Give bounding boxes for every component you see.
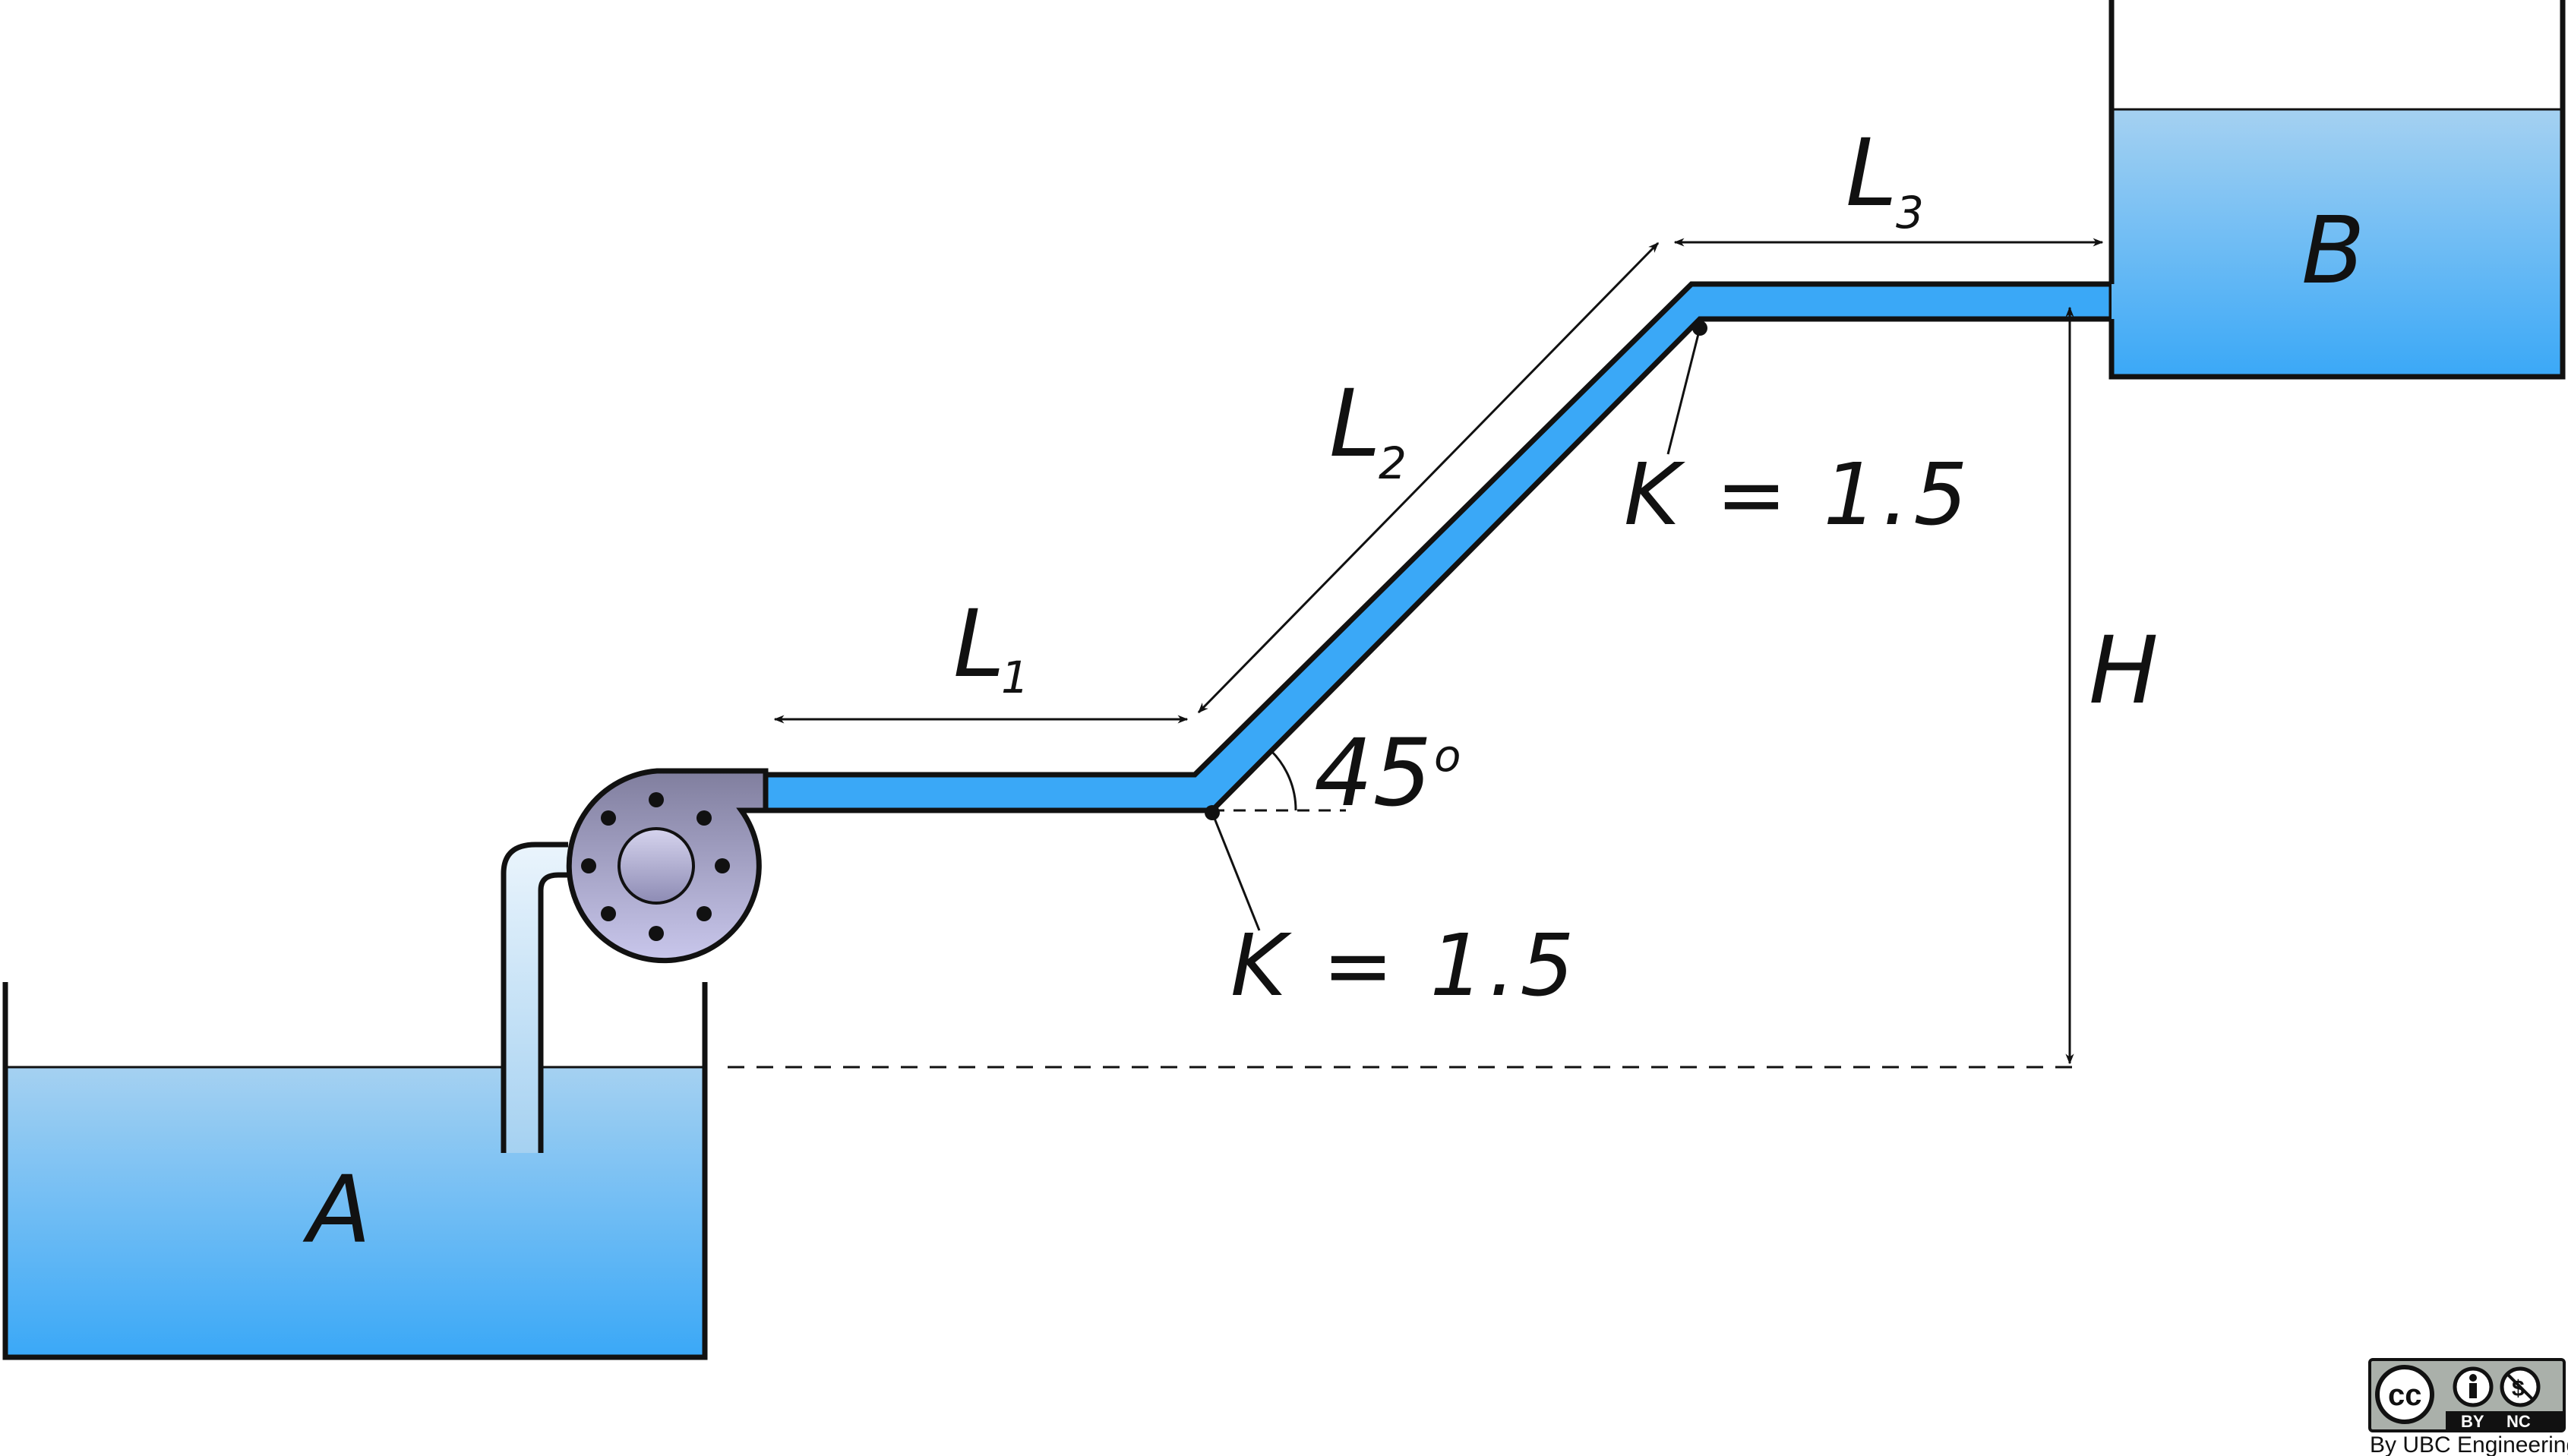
attribution-icon-body	[2469, 1383, 2477, 1398]
suction-pipe-inner-wall	[538, 872, 568, 1153]
l2-label: L	[1329, 370, 1381, 478]
l2-subscript: 2	[1379, 437, 1407, 489]
tank-b: B	[2108, 0, 2566, 380]
license-by-text: BY	[2461, 1412, 2484, 1431]
pump-bolt-ring	[581, 792, 730, 941]
suction-pipe	[501, 842, 568, 1153]
angle-arc	[1270, 750, 1297, 811]
angle-label: 45	[1314, 719, 1432, 827]
angle-unit: o	[1434, 730, 1461, 782]
lower-bend-leader	[1211, 812, 1261, 931]
tank-a: A	[2, 982, 708, 1360]
upper-bend-k-label: K = 1.5	[1624, 446, 1973, 545]
l3-subscript: 3	[1896, 187, 1924, 238]
l3-label: L	[1846, 119, 1897, 227]
attribution-icon-head	[2469, 1374, 2477, 1382]
tank-a-water	[5, 1067, 705, 1357]
l1-label: L	[953, 590, 1005, 698]
dimension-l2-arrow	[1197, 242, 1660, 714]
tank-b-label: B	[2301, 197, 2365, 305]
pump-hub	[618, 827, 695, 905]
lower-bend-loss: K = 1.5	[1205, 805, 1579, 1015]
credit-text: By UBC Engineering	[2370, 1432, 2568, 1456]
elevation-dimension: H	[728, 306, 2159, 1069]
cc-icon	[2375, 1365, 2434, 1424]
lower-bend-k-label: K = 1.5	[1230, 917, 1579, 1015]
license-badge-lower-band	[2446, 1411, 2563, 1429]
upper-bend-loss: K = 1.5	[1624, 321, 1973, 545]
dimension-l3: L 3	[1673, 119, 2104, 247]
dimension-l2: L 2	[1197, 242, 1660, 714]
license-nc-text: NC	[2506, 1412, 2531, 1431]
tank-b-water	[2112, 109, 2563, 377]
dimension-l1: L 1	[773, 590, 1189, 724]
license-badge: cc $ BY NC	[2368, 1358, 2566, 1432]
upper-bend-leader	[1666, 327, 1701, 455]
l1-subscript: 1	[1001, 652, 1029, 703]
noncommercial-icon-strike	[2505, 1372, 2535, 1402]
elevation-label: H	[2089, 617, 2159, 725]
tank-a-label: A	[302, 1156, 371, 1264]
cc-icon-glyph: cc	[2388, 1379, 2422, 1412]
pump	[566, 768, 769, 964]
tank-b-walls-lower	[2108, 0, 2566, 380]
suction-pipe-outer-wall	[501, 842, 568, 1153]
angle-indicator: 45 o	[1212, 719, 1461, 827]
suction-pipe-fill	[504, 845, 568, 1153]
tank-a-walls	[2, 982, 708, 1360]
